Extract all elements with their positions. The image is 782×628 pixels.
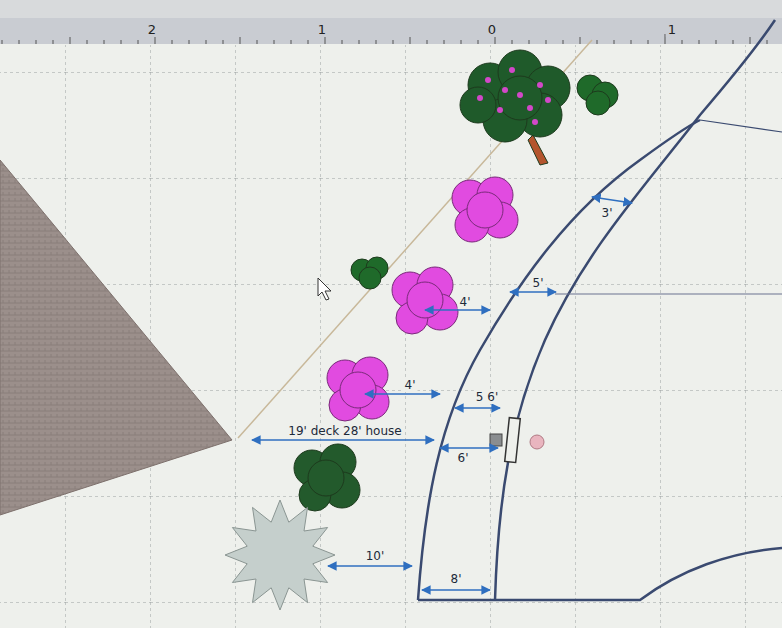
berry xyxy=(517,92,523,98)
berry xyxy=(497,107,503,113)
dimension-label: 3' xyxy=(600,206,615,220)
berry xyxy=(537,82,543,88)
ruler-number: 1 xyxy=(316,23,328,37)
ruler-tick xyxy=(461,40,462,44)
ruler-tick xyxy=(393,40,394,44)
ruler-tick xyxy=(223,40,224,44)
ruler-tick xyxy=(291,40,292,44)
ruler-number: 2 xyxy=(146,23,158,37)
marker-dot xyxy=(530,435,544,449)
ruler-tick xyxy=(87,40,88,44)
berry xyxy=(509,67,515,73)
guide-line xyxy=(238,40,592,438)
ruler-tick xyxy=(206,40,207,44)
ruler-tick xyxy=(138,40,139,44)
ruler-tick xyxy=(53,40,54,44)
deck-house xyxy=(0,160,232,515)
ruler-tick xyxy=(767,40,768,44)
berry xyxy=(532,119,538,125)
ruler-number: 0 xyxy=(486,23,498,37)
ruler xyxy=(0,18,782,44)
dimension-label: 6' xyxy=(456,451,471,465)
dimension-label: 4' xyxy=(458,295,473,309)
dimension-label: 8' xyxy=(449,572,464,586)
ruler-tick xyxy=(478,40,479,44)
dimension-label: 10' xyxy=(364,549,387,563)
ruler-tick xyxy=(716,40,717,44)
ruler-tick xyxy=(240,37,241,44)
ruler-tick xyxy=(733,40,734,44)
ruler-tick xyxy=(121,40,122,44)
berry xyxy=(485,77,491,83)
ruler-tick xyxy=(376,40,377,44)
ruler-number: 1 xyxy=(666,23,678,37)
starburst-shrub xyxy=(225,500,335,610)
dimension-arrows xyxy=(252,197,632,590)
ruler-tick xyxy=(563,40,564,44)
dimension-label: 5' xyxy=(531,276,546,290)
berry xyxy=(527,105,533,111)
ruler-tick xyxy=(750,37,751,44)
dimension-label: 19' deck 28' house xyxy=(286,424,403,438)
ruler-tick xyxy=(512,40,513,44)
plants xyxy=(225,50,618,610)
ruler-tick xyxy=(597,40,598,44)
berry xyxy=(477,95,483,101)
ruler-tick xyxy=(580,37,581,44)
dimension-label: 5 6' xyxy=(474,390,500,404)
ruler-tick xyxy=(444,40,445,44)
ruler-tick xyxy=(546,40,547,44)
ruler-tick xyxy=(257,40,258,44)
ruler-tick xyxy=(274,40,275,44)
ruler-tick xyxy=(359,40,360,44)
dimension-label: 4' xyxy=(403,378,418,392)
ruler-tick xyxy=(70,37,71,44)
post xyxy=(505,418,521,463)
ruler-tick xyxy=(172,40,173,44)
grid xyxy=(0,45,782,628)
cursor xyxy=(318,278,331,300)
ruler-tick xyxy=(410,37,411,44)
ruler-tick xyxy=(648,40,649,44)
ruler-tick xyxy=(682,40,683,44)
ruler-tick xyxy=(614,40,615,44)
ruler-tick xyxy=(427,40,428,44)
berry xyxy=(502,87,508,93)
ruler-tick xyxy=(342,40,343,44)
toolbar xyxy=(0,0,782,18)
ruler-tick xyxy=(699,40,700,44)
ruler-tick xyxy=(308,40,309,44)
ruler-tick xyxy=(36,40,37,44)
ruler-tick xyxy=(2,40,3,44)
ruler-tick xyxy=(529,40,530,44)
ruler-ticks xyxy=(2,34,767,44)
berry xyxy=(545,97,551,103)
ruler-tick xyxy=(19,40,20,44)
walkway xyxy=(418,20,782,600)
ruler-tick xyxy=(189,40,190,44)
mailbox xyxy=(490,434,502,446)
ruler-tick xyxy=(104,40,105,44)
ruler-tick xyxy=(631,40,632,44)
